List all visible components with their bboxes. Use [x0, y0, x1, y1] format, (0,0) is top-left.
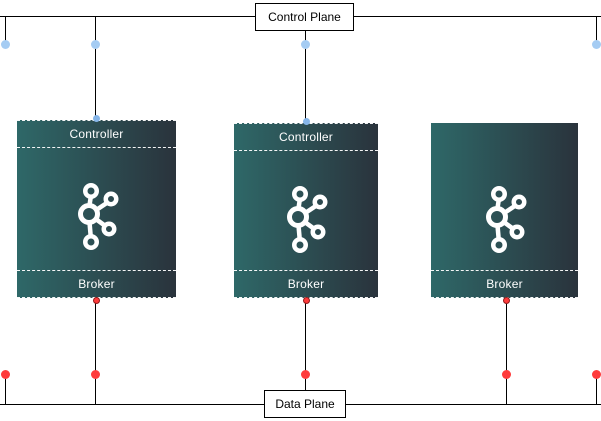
kafka-icon [287, 186, 328, 253]
controller-band: Controller [234, 123, 378, 151]
data-plane-dot [591, 369, 601, 379]
data-plane-dot [0, 369, 10, 379]
control-plane-dot [90, 39, 100, 49]
kafka-icon [485, 186, 526, 253]
control-plane-dot [591, 39, 601, 49]
connector-line [5, 374, 6, 404]
broker-band: Broker [431, 270, 578, 298]
connector-line [596, 374, 597, 404]
broker-label: Broker [486, 277, 523, 291]
data-plane-dot [501, 369, 511, 379]
broker-connection-dot [502, 296, 510, 304]
data-plane-label-box: Data Plane [264, 390, 346, 418]
kafka-node-1: Controller Broker [15, 118, 178, 300]
controller-connection-dot [92, 114, 100, 122]
control-plane-dot [0, 39, 10, 49]
connector-line [5, 16, 6, 44]
controller-band: Controller [17, 120, 176, 148]
controller-label: Controller [69, 127, 124, 141]
control-plane-label-box: Control Plane [255, 3, 354, 31]
control-plane-dot [300, 39, 310, 49]
data-plane-dot [90, 369, 100, 379]
broker-connection-dot [92, 296, 100, 304]
kafka-icon [77, 183, 118, 250]
connector-line [305, 31, 306, 121]
kafka-node-3: Broker [429, 121, 580, 300]
data-plane-dot [300, 369, 310, 379]
data-plane-bus-line-right [346, 404, 601, 405]
control-plane-label: Control Plane [268, 10, 341, 24]
connector-line [506, 300, 507, 404]
controller-connection-dot [302, 117, 310, 125]
controller-label: Controller [278, 130, 334, 144]
connector-line [596, 16, 597, 44]
connector-line [305, 300, 306, 404]
data-plane-bus-line-left [0, 404, 264, 405]
data-plane-label: Data Plane [275, 397, 335, 411]
connector-line [95, 16, 96, 118]
broker-label: Broker [78, 277, 115, 291]
control-plane-bus-line-left [0, 16, 255, 17]
kafka-node-2: Controller Broker [232, 121, 380, 300]
broker-band: Broker [17, 270, 176, 298]
broker-connection-dot [302, 296, 310, 304]
control-plane-bus-line-right [354, 16, 601, 17]
broker-label: Broker [287, 277, 325, 291]
broker-band: Broker [234, 270, 378, 298]
connector-line [95, 300, 96, 404]
